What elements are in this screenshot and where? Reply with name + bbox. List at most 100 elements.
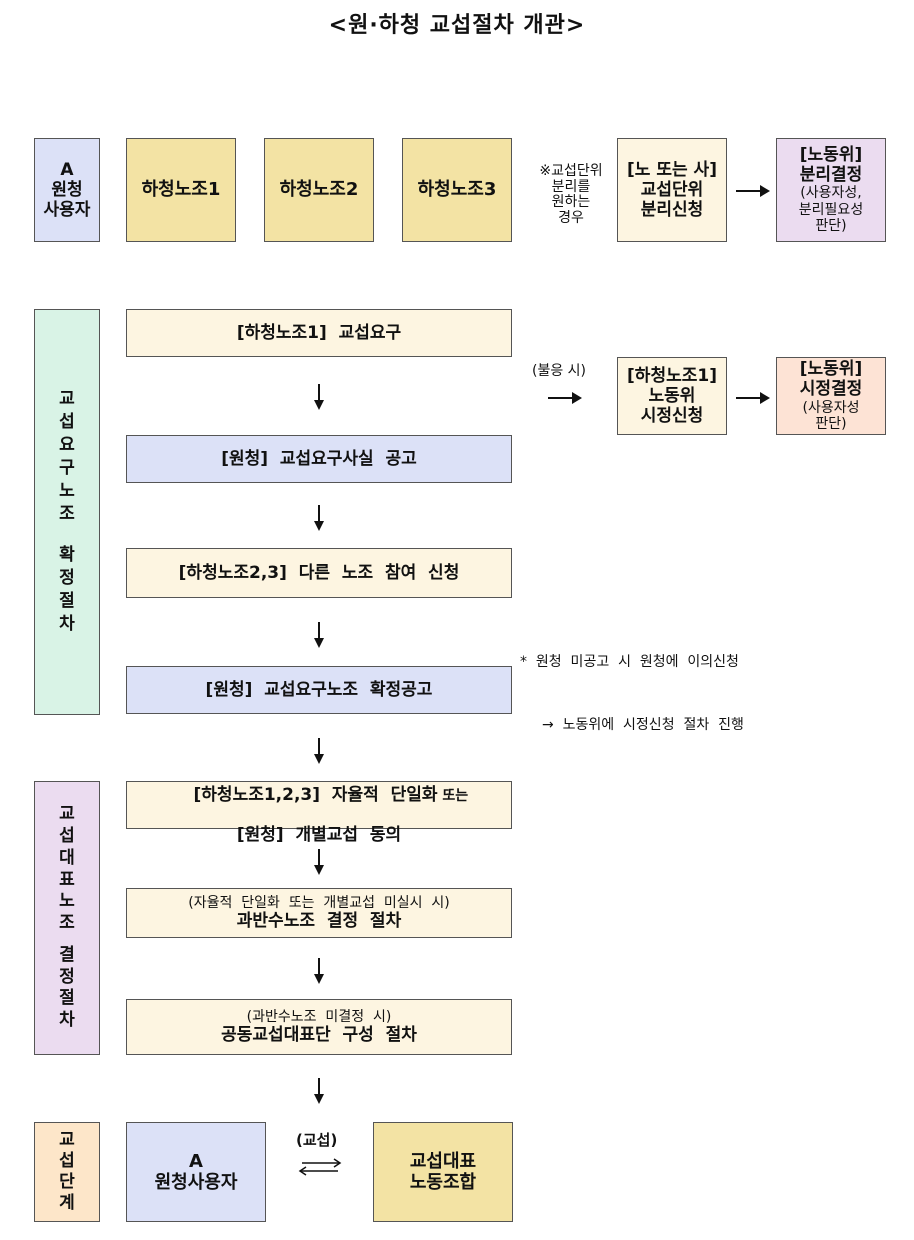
rep-union-box: 교섭대표 노동조합 bbox=[373, 1122, 513, 1222]
a-principal-employer-line-2: 원청사용자 bbox=[154, 1172, 238, 1193]
a-employer-line-2: 원청 bbox=[51, 179, 83, 200]
section2-side-char: 차 bbox=[59, 1010, 75, 1030]
refusal-label: (불응 시) bbox=[532, 363, 587, 379]
rep-union-line-1: 교섭대표 bbox=[409, 1150, 477, 1172]
a-employer-line-3: 사용자 bbox=[43, 200, 91, 221]
correction-decision-box: [노동위] 시정결정 (사용자성 판단) bbox=[776, 357, 886, 435]
section2-side-char: 표 bbox=[59, 869, 75, 890]
step-employer-notice: [원청] 교섭요구사실 공고 bbox=[126, 435, 512, 483]
correction-request-line-2: 노동위 bbox=[648, 385, 696, 406]
correction-request-box: [하청노조1] 노동위 시정신청 bbox=[617, 357, 727, 435]
separation-note-line-2: 분리를 bbox=[551, 178, 591, 195]
section2-side-char: 조 bbox=[59, 913, 75, 933]
section1-side-char: 절 bbox=[59, 590, 75, 611]
arrow-down-icon bbox=[313, 849, 325, 875]
section2-side-char: 교 bbox=[59, 804, 75, 825]
arrow-right-icon bbox=[736, 391, 770, 405]
arrow-down-icon bbox=[313, 384, 325, 410]
separation-decision-sub-1: (사용자성, bbox=[800, 185, 862, 202]
section2-side-char: 섭 bbox=[59, 826, 75, 846]
separation-request-line-2: 교섭단위 bbox=[640, 179, 704, 200]
section1-side-char: 확 bbox=[59, 544, 75, 565]
arrow-down-icon bbox=[313, 738, 325, 764]
step-other-unions-join: [하청노조2,3] 다른 노조 참여 신청 bbox=[126, 548, 512, 598]
section2-side-char: 정 bbox=[59, 966, 75, 987]
section2-side-char: 절 bbox=[59, 988, 75, 1009]
arrow-down-icon bbox=[313, 1078, 325, 1104]
separation-note-line-4: 경우 bbox=[558, 210, 584, 227]
correction-decision-title-2: 시정결정 bbox=[799, 379, 863, 400]
subcontract-union-2-box: 하청노조2 bbox=[264, 138, 374, 242]
correction-request-line-3: 시정신청 bbox=[640, 406, 704, 427]
section1-side-char: 정 bbox=[59, 567, 75, 588]
objection-note-line-2: → 노동위에 시정신청 절차 진행 bbox=[542, 717, 744, 733]
objection-note-line-1: * 원청 미공고 시 원청에 이의신청 bbox=[520, 654, 739, 670]
section3-side-char: 교 bbox=[59, 1129, 75, 1150]
subcontract-union-1-box: 하청노조1 bbox=[126, 138, 236, 242]
step-majority-union-sub: (자율적 단일화 또는 개별교섭 미실시 시) bbox=[188, 894, 450, 911]
section1-side-label: 교 섭 요 구 노 조 확 정 절 차 bbox=[34, 309, 100, 715]
section3-side-char: 계 bbox=[59, 1193, 75, 1214]
section1-side-char: 요 bbox=[59, 435, 75, 456]
section2-side-label: 교 섭 대 표 노 조 결 정 절 차 bbox=[34, 781, 100, 1055]
correction-request-line-1: [하청노조1] bbox=[627, 365, 717, 386]
step-unification-or: 또는 bbox=[437, 787, 469, 804]
section1-side-char: 교 bbox=[59, 389, 75, 410]
section2-side-char: 결 bbox=[59, 944, 75, 965]
arrow-right-icon bbox=[548, 391, 582, 405]
separation-decision-title-2: 분리결정 bbox=[799, 165, 863, 186]
correction-decision-sub-1: (사용자성 bbox=[802, 399, 860, 416]
separation-decision-title-1: [노동위] bbox=[799, 145, 863, 166]
subcontract-union-2-label: 하청노조2 bbox=[279, 179, 359, 201]
objection-note: * 원청 미공고 시 원청에 이의신청 → 노동위에 시정신청 절차 진행 bbox=[520, 610, 744, 757]
step-joint-team-sub: (과반수노조 미결정 시) bbox=[246, 1008, 392, 1025]
separation-request-box: [노 또는 사] 교섭단위 분리신청 bbox=[617, 138, 727, 242]
step-employer-confirm: [원청] 교섭요구노조 확정공고 bbox=[126, 666, 512, 714]
a-employer-line-1: A bbox=[60, 159, 74, 180]
correction-decision-title-1: [노동위] bbox=[799, 359, 863, 380]
arrow-right-icon bbox=[736, 184, 770, 198]
section3-side-char: 단 bbox=[59, 1172, 75, 1192]
step-employer-confirm-label: [원청] 교섭요구노조 확정공고 bbox=[205, 679, 433, 700]
separation-decision-box: [노동위] 분리결정 (사용자성, 분리필요성 판단) bbox=[776, 138, 886, 242]
section2-side-char: 노 bbox=[59, 891, 75, 912]
separation-note: ※교섭단위 분리를 원하는 경우 bbox=[528, 163, 614, 227]
subcontract-union-3-box: 하청노조3 bbox=[402, 138, 512, 242]
step-union1-request: [하청노조1] 교섭요구 bbox=[126, 309, 512, 357]
page-title: <원·하청 교섭절차 개관> bbox=[328, 13, 586, 38]
section1-side-char: 구 bbox=[59, 458, 75, 479]
subcontract-union-1-label: 하청노조1 bbox=[141, 179, 221, 201]
subcontract-union-3-label: 하청노조3 bbox=[417, 179, 497, 201]
step-employer-notice-label: [원청] 교섭요구사실 공고 bbox=[221, 448, 417, 469]
a-principal-employer-line-1: A bbox=[189, 1150, 203, 1172]
step-majority-union-main: 과반수노조 결정 절차 bbox=[236, 911, 402, 932]
a-employer-box: A 원청 사용자 bbox=[34, 138, 100, 242]
step-unification-line-2: [원청] 개별교섭 동의 bbox=[236, 825, 402, 846]
section3-side-char: 섭 bbox=[59, 1150, 75, 1171]
separation-decision-sub-2: 분리필요성 bbox=[798, 201, 864, 218]
step-unification-line-1: [하청노조1,2,3] 자율적 단일화 bbox=[193, 784, 438, 805]
step-majority-union: (자율적 단일화 또는 개별교섭 미실시 시) 과반수노조 결정 절차 bbox=[126, 888, 512, 938]
step-joint-team: (과반수노조 미결정 시) 공동교섭대표단 구성 절차 bbox=[126, 999, 512, 1055]
negotiation-label: (교섭) bbox=[296, 1131, 338, 1149]
section1-side-char: 노 bbox=[59, 481, 75, 502]
separation-request-line-1: [노 또는 사] bbox=[627, 159, 717, 180]
separation-note-line-3: 원하는 bbox=[551, 194, 591, 211]
arrow-down-icon bbox=[313, 505, 325, 531]
bidirectional-arrow-icon bbox=[298, 1158, 342, 1176]
arrow-down-icon bbox=[313, 622, 325, 648]
section1-side-char: 차 bbox=[59, 613, 75, 634]
step-joint-team-main: 공동교섭대표단 구성 절차 bbox=[221, 1025, 417, 1046]
separation-decision-sub-3: 판단) bbox=[815, 218, 847, 235]
separation-request-line-3: 분리신청 bbox=[640, 200, 704, 221]
section1-side-char: 섭 bbox=[59, 412, 75, 433]
a-principal-employer-box: A 원청사용자 bbox=[126, 1122, 266, 1222]
section2-side-char: 대 bbox=[59, 847, 75, 868]
step-unification: [하청노조1,2,3] 자율적 단일화 또는 [원청] 개별교섭 동의 bbox=[126, 781, 512, 845]
separation-note-line-1: ※교섭단위 bbox=[539, 163, 603, 179]
step-other-unions-join-label: [하청노조2,3] 다른 노조 참여 신청 bbox=[178, 562, 460, 583]
step-union1-request-label: [하청노조1] 교섭요구 bbox=[236, 322, 402, 343]
section1-side-char: 조 bbox=[59, 504, 75, 524]
section3-side-label: 교 섭 단 계 bbox=[34, 1122, 100, 1222]
correction-decision-sub-2: 판단) bbox=[815, 416, 847, 433]
